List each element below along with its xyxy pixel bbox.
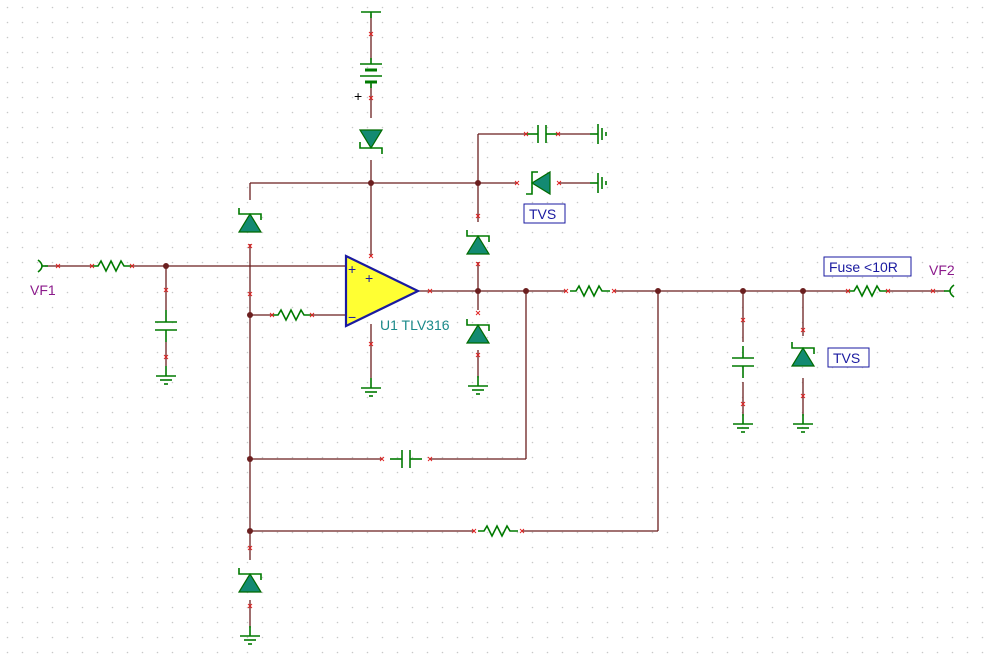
pin-marker — [475, 261, 481, 267]
opamp-minus-sign: − — [348, 309, 356, 325]
pin-marker — [740, 401, 746, 407]
pin-marker — [523, 131, 529, 137]
output-port-connector-icon[interactable] — [944, 284, 955, 298]
tvs-top-label: TVS — [529, 206, 556, 222]
pin-markers — [55, 31, 936, 609]
pin-marker — [800, 327, 806, 333]
pin-marker — [163, 287, 169, 293]
pin-marker — [368, 95, 374, 101]
pin-marker — [163, 354, 169, 360]
opamp-plus-sign-supply: + — [365, 270, 373, 286]
tvs-top-label-box: TVS — [523, 203, 566, 224]
pin-marker — [556, 180, 562, 186]
pin-marker — [930, 288, 936, 294]
battery-polarity-label: + — [354, 88, 362, 104]
pin-marker — [475, 213, 481, 219]
pin-marker — [519, 528, 525, 534]
pin-marker — [247, 243, 253, 249]
pin-marker — [475, 352, 481, 358]
pin-marker — [563, 288, 569, 294]
pin-marker — [800, 393, 806, 399]
pin-marker — [471, 528, 477, 534]
pin-marker — [740, 317, 746, 323]
junction-dots — [163, 180, 806, 534]
input-port-label: VF1 — [30, 282, 56, 298]
pin-marker — [379, 456, 385, 462]
tvs-output-label-box: TVS — [827, 347, 870, 368]
pin-marker — [845, 288, 851, 294]
pin-marker — [309, 312, 315, 318]
pin-marker — [611, 288, 617, 294]
tvs-ground-icon — [590, 173, 607, 193]
output-port-label: VF2 — [929, 262, 955, 278]
pin-marker — [368, 253, 374, 259]
pin-marker — [555, 131, 561, 137]
pin-marker — [514, 180, 520, 186]
pin-marker — [427, 456, 433, 462]
supply-ground-icon — [361, 11, 381, 18]
input-port-connector-icon[interactable] — [37, 259, 48, 273]
fuse-label-box: Fuse <10R — [823, 256, 912, 277]
opamp-plus-sign: + — [348, 261, 356, 277]
pin-marker — [247, 603, 253, 609]
pin-marker — [885, 288, 891, 294]
bypass-ground-icon — [590, 124, 607, 144]
pin-marker — [427, 288, 433, 294]
opamp-designator: U1 TLV316 — [380, 317, 450, 333]
pin-marker — [129, 263, 135, 269]
fuse-label: Fuse <10R — [829, 259, 898, 275]
pin-marker — [368, 341, 374, 347]
pin-marker — [247, 545, 253, 551]
pin-marker — [269, 312, 275, 318]
pin-marker — [89, 263, 95, 269]
pin-marker — [368, 31, 374, 37]
pin-marker — [55, 263, 61, 269]
pin-marker — [475, 310, 481, 316]
opamp-icon[interactable]: + + − — [344, 254, 421, 328]
pin-marker — [247, 291, 253, 297]
wires — [45, 14, 945, 628]
battery-icon[interactable] — [360, 58, 382, 88]
tvs-output-label: TVS — [833, 350, 860, 366]
